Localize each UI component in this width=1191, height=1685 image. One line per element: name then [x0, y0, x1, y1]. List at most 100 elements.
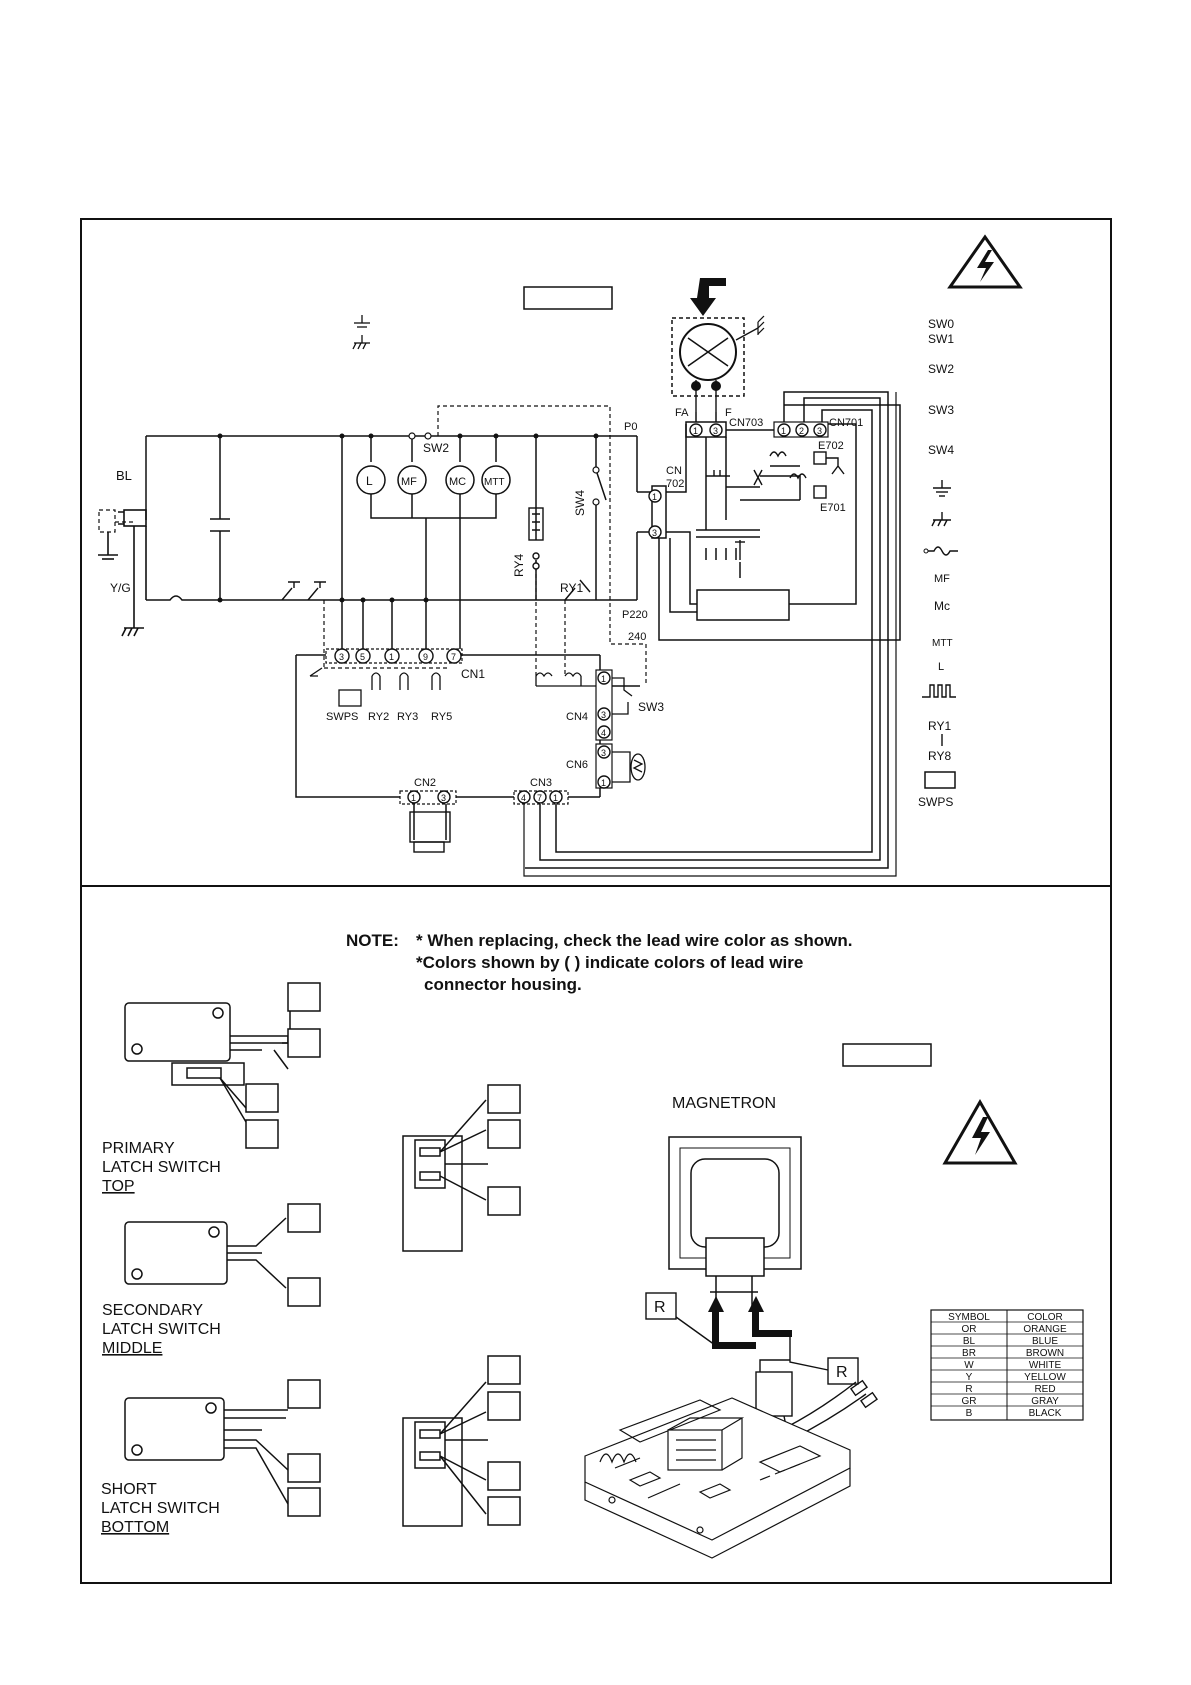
color-table-row: GR: [962, 1396, 977, 1407]
motor-mtt: MTT: [481, 465, 511, 495]
svg-text:1: 1: [781, 426, 786, 436]
svg-text:4: 4: [601, 728, 606, 738]
node-label-sw2: SW2: [423, 441, 449, 455]
node-label-702: 702: [666, 478, 684, 490]
blank-label-box: [842, 1043, 932, 1067]
connector-cn4: 1 3 4: [595, 669, 613, 741]
power-plug: [98, 509, 147, 637]
node-label-cn1: CN1: [461, 667, 485, 681]
svg-text:3: 3: [601, 748, 606, 758]
secondary-switch-label-2: LATCH SWITCH: [102, 1321, 221, 1338]
svg-text:3: 3: [713, 426, 718, 436]
thermistor-symbol: [612, 751, 646, 783]
color-table-row: GRAY: [1031, 1396, 1059, 1407]
note-label: NOTE:: [346, 931, 399, 950]
svg-text:MTT: MTT: [932, 638, 953, 649]
node-label-ry4: RY4: [512, 554, 526, 577]
svg-text:SW1: SW1: [928, 332, 954, 346]
node-label-240: 240: [628, 631, 646, 643]
svg-text:1: 1: [693, 426, 698, 436]
node-label-ry5: RY5: [431, 711, 452, 723]
magnetron-drawing: [668, 1136, 802, 1310]
node-label-e702: E702: [818, 440, 844, 452]
primary-switch-label-3: TOP: [102, 1178, 135, 1195]
node-label-fa: FA: [675, 407, 689, 419]
warning-icon: [947, 234, 1023, 289]
svg-text:1: 1: [389, 652, 394, 662]
svg-text:Mc: Mc: [934, 599, 950, 613]
node-label-cn2: CN2: [414, 777, 436, 789]
short-switch-label-2: LATCH SWITCH: [101, 1500, 220, 1517]
motor-l: L: [356, 465, 386, 495]
parts-frame: [80, 885, 1112, 1584]
svg-text:7: 7: [451, 652, 456, 662]
node-label-ry3: RY3: [397, 711, 418, 723]
svg-text:2: 2: [799, 426, 804, 436]
node-label-sw4: SW4: [573, 490, 587, 516]
pcb-drawing: [584, 1397, 851, 1559]
svg-text:3: 3: [652, 528, 657, 538]
svg-text:1: 1: [601, 778, 606, 788]
svg-text:1: 1: [411, 793, 416, 803]
color-table-row: BR: [962, 1348, 976, 1359]
color-table-row: ORANGE: [1023, 1324, 1067, 1335]
svg-text:SW0: SW0: [928, 317, 954, 331]
node-label-cn703: CN703: [729, 417, 763, 429]
svg-text:L: L: [366, 474, 373, 488]
lead-label-r-right: R: [836, 1364, 848, 1381]
short-switch-label-1: SHORT: [101, 1481, 157, 1498]
svg-text:1: 1: [652, 492, 657, 502]
color-table-header-symbol: SYMBOL: [948, 1312, 990, 1323]
arrow-icon: [708, 1296, 792, 1349]
color-table-row: BLUE: [1032, 1336, 1058, 1347]
switch-housing-lower: [402, 1355, 521, 1527]
color-table-row: R: [965, 1384, 972, 1395]
color-table-row: BL: [963, 1336, 976, 1347]
switch-housing-upper: [402, 1084, 521, 1252]
color-table-row: OR: [962, 1324, 977, 1335]
capacitor-symbol: [210, 518, 230, 532]
svg-text:3: 3: [441, 793, 446, 803]
node-label-p220: P220: [622, 609, 648, 621]
secondary-switch-label-1: SECONDARY: [102, 1302, 203, 1319]
note-line-3: connector housing.: [424, 975, 582, 994]
primary-latch-switch: [124, 982, 321, 1149]
svg-text:SW4: SW4: [928, 443, 954, 457]
connector-cn701: 1 2 3: [773, 421, 829, 438]
svg-text:MTT: MTT: [484, 477, 505, 488]
blank-label-box: [523, 286, 613, 310]
warning-icon: [942, 1098, 1018, 1165]
svg-text:3: 3: [817, 426, 822, 436]
color-table-row: Y: [966, 1372, 973, 1383]
node-label-swps: SWPS: [326, 711, 358, 723]
color-table-row: W: [964, 1360, 974, 1371]
magnetron-title: MAGNETRON: [672, 1095, 776, 1112]
color-table-row: BLACK: [1029, 1408, 1062, 1419]
ground-icon: [354, 315, 370, 328]
node-label-cn6: CN6: [566, 759, 588, 771]
svg-text:1: 1: [553, 793, 558, 803]
node-label-sw3: SW3: [638, 700, 664, 714]
color-table-header-color: COLOR: [1027, 1312, 1063, 1323]
svg-text:1: 1: [601, 674, 606, 684]
svg-text:MF: MF: [934, 573, 950, 585]
primary-switch-label-1: PRIMARY: [102, 1140, 175, 1157]
svg-text:RY1: RY1: [928, 719, 951, 733]
svg-text:3: 3: [601, 710, 606, 720]
primary-switch-label-2: LATCH SWITCH: [102, 1159, 221, 1176]
connector-cn3: 4 7 1: [513, 790, 569, 805]
svg-text:4: 4: [521, 793, 526, 803]
svg-text:MF: MF: [401, 476, 417, 488]
color-table-row: RED: [1034, 1384, 1055, 1395]
node-label-cn: CN: [666, 465, 682, 477]
connector-cn703: 1 3: [689, 423, 723, 437]
svg-text:9: 9: [423, 652, 428, 662]
symbol-legend: SW0 SW1 SW2 SW3 SW4 MF Mc MTT L RY1 RY8 …: [918, 317, 958, 809]
motor-mc: MC: [445, 465, 475, 495]
connector-cn2: 1 3: [399, 790, 457, 805]
note-line-2: *Colors shown by ( ) indicate colors of …: [416, 953, 804, 972]
display-board-symbol: [409, 811, 451, 853]
note-line-1: * When replacing, check the lead wire co…: [416, 931, 853, 950]
heater-symbol: [528, 507, 544, 570]
